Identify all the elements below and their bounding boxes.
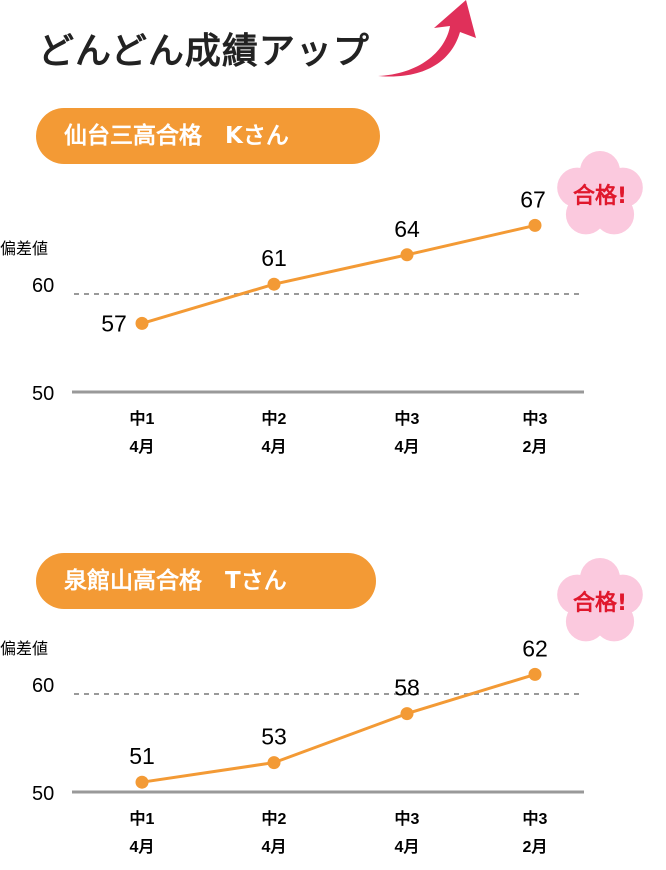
x-tick-label: 中3	[395, 409, 420, 428]
x-tick-label: 中3	[395, 809, 420, 828]
x-tick-label: 中2	[262, 409, 287, 428]
y-axis-label: 偏差値	[0, 640, 48, 658]
cherry-blossom-badge: 合格!	[557, 151, 643, 235]
y-axis-label: 偏差値	[0, 240, 48, 258]
blossom-petals-icon	[557, 151, 643, 235]
data-point	[135, 775, 149, 789]
x-tick-label-month: 4月	[395, 838, 420, 856]
chart-student-k: 合格! 偏差値 60 50 57 61 64 67 中1 4月 中2 4月 中3 4月 中3 2月	[0, 151, 643, 456]
x-tick-label: 中2	[262, 809, 287, 828]
data-label: 57	[101, 310, 127, 336]
student-t-title: 泉館山高合格 Tさん	[36, 553, 376, 609]
chart-student-t: 合格! 偏差値 60 50 51 53 58 62 中1 4月 中2 4月 中3 4月 中3 2月	[0, 558, 643, 856]
up-arrow-icon	[378, 0, 476, 77]
x-tick-label-month: 4月	[395, 438, 420, 456]
data-point	[267, 756, 281, 770]
x-tick-label: 中1	[130, 409, 155, 428]
x-tick-label-month: 4月	[262, 438, 287, 456]
student-k-title: 仙台三高合格 Kさん	[36, 108, 380, 164]
y-tick-60: 60	[32, 275, 54, 297]
x-tick-label-month: 2月	[523, 838, 548, 856]
x-tick-label: 中3	[523, 409, 548, 428]
page-title: どんどん成績アップ	[38, 31, 370, 72]
data-point	[400, 248, 414, 262]
data-point	[135, 316, 149, 330]
data-label: 58	[394, 675, 420, 701]
x-tick-label-month: 4月	[130, 438, 155, 456]
data-label: 53	[261, 724, 287, 750]
blossom-center	[572, 574, 628, 630]
data-point	[528, 667, 542, 681]
data-point	[400, 707, 414, 721]
data-point	[528, 218, 542, 232]
y-tick-50: 50	[32, 783, 54, 805]
x-tick-label: 中1	[130, 809, 155, 828]
series-line	[141, 223, 536, 325]
series-line	[141, 672, 536, 784]
data-label: 64	[394, 216, 420, 242]
y-tick-50: 50	[32, 383, 54, 405]
y-tick-60: 60	[32, 675, 54, 697]
cherry-blossom-badge: 合格!	[557, 558, 643, 642]
x-tick-label-month: 4月	[262, 838, 287, 856]
data-label: 67	[520, 186, 546, 212]
data-label: 61	[261, 245, 287, 271]
data-point	[267, 277, 281, 291]
x-tick-label-month: 4月	[130, 838, 155, 856]
pass-badge-text: 合格!	[573, 183, 627, 209]
x-tick-label-month: 2月	[523, 438, 548, 456]
blossom-center	[572, 167, 628, 223]
x-tick-label: 中3	[523, 809, 548, 828]
data-label: 62	[522, 635, 548, 661]
data-label: 51	[129, 743, 155, 769]
blossom-petals-icon	[557, 558, 643, 642]
pass-badge-text: 合格!	[573, 590, 627, 616]
